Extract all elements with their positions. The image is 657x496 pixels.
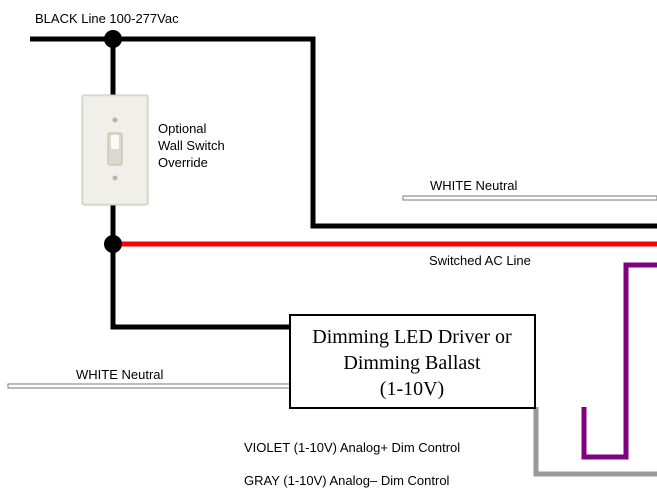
- switch-caption-line-2: Wall Switch: [158, 138, 225, 153]
- black-to-driver-wire: [110, 205, 292, 330]
- switch-caption-line-3: Override: [158, 155, 208, 170]
- driver-title-line-1: Dimming LED Driver or: [312, 326, 512, 348]
- gray-dim-wire: [533, 407, 657, 477]
- black-line-label: BLACK Line 100-277Vac: [35, 11, 179, 26]
- driver-box: [289, 314, 536, 409]
- gray-label: GRAY (1-10V) Analog– Dim Control: [244, 473, 450, 488]
- violet-label: VIOLET (1-10V) Analog+ Dim Control: [244, 440, 460, 455]
- switched-ac-label: Switched AC Line: [429, 253, 531, 268]
- driver-title-line-3: (1-10V): [380, 378, 444, 400]
- junction-dot-bottom: [104, 235, 122, 253]
- black-line-wire: [30, 36, 657, 229]
- wall-switch-icon: [81, 94, 149, 206]
- white-neutral-label-top: WHITE Neutral: [430, 178, 518, 193]
- violet-dim-wire: [581, 262, 657, 460]
- white-neutral-label-left: WHITE Neutral: [76, 367, 164, 382]
- driver-title-line-2: Dimming Ballast: [343, 352, 481, 374]
- white-neutral-wire-top: [402, 195, 657, 201]
- white-neutral-wire-left: [7, 383, 293, 389]
- junction-dot-top: [104, 30, 122, 48]
- switch-caption-line-1: Optional: [158, 121, 207, 136]
